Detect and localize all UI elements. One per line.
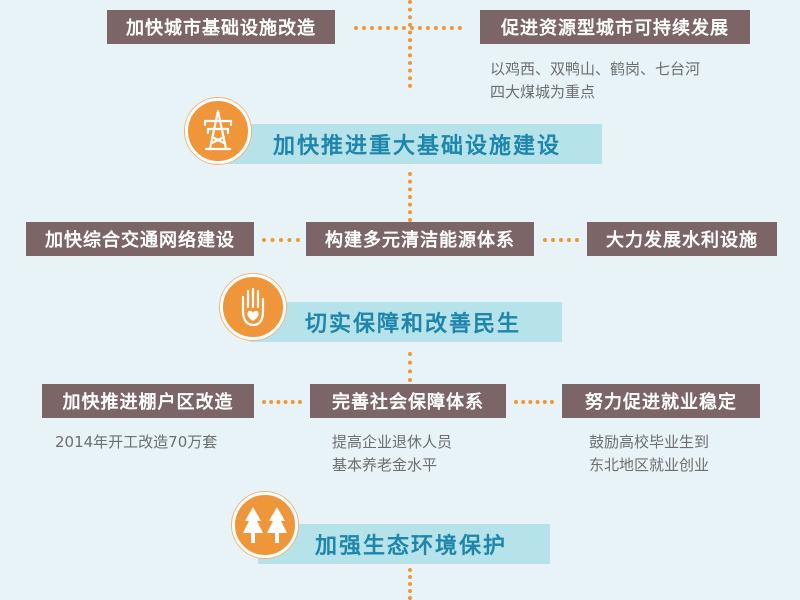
hand-heart-icon — [220, 274, 286, 340]
box-urban-infrastructure: 加快城市基础设施改造 — [107, 10, 335, 44]
connector-row2-right — [543, 238, 579, 242]
connector-section1-row2 — [408, 172, 412, 222]
note-graduates-1: 鼓励高校毕业生到 — [589, 433, 710, 451]
section-title-livelihood: 切实保障和改善民生 — [250, 302, 562, 342]
section-title-infrastructure: 加快推进重大基础设施建设 — [218, 124, 602, 164]
box-shantytown-renovation: 加快推进棚户区改造 — [42, 384, 254, 418]
connector-row1 — [354, 26, 462, 30]
power-tower-icon — [185, 98, 251, 164]
note-graduates-2: 东北地区就业创业 — [589, 456, 710, 474]
connector-row3-right — [514, 400, 554, 404]
box-transport-network: 加快综合交通网络建设 — [26, 222, 254, 256]
note-pension-2: 基本养老金水平 — [332, 456, 438, 474]
box-resource-city: 促进资源型城市可持续发展 — [480, 10, 750, 44]
connector-row3-left — [262, 400, 302, 404]
section-title-ecology: 加强生态环境保护 — [258, 524, 550, 564]
box-social-security: 完善社会保障体系 — [310, 384, 506, 418]
note-shantytown: 2014年开工改造70万套 — [55, 433, 218, 451]
connector-row2-left — [262, 238, 300, 242]
note-coal-cities-1: 以鸡西、双鸭山、鹤岗、七台河 — [490, 60, 701, 78]
box-clean-energy: 构建多元清洁能源体系 — [306, 222, 534, 256]
connector-top — [408, 0, 412, 88]
trees-icon — [232, 492, 298, 558]
connector-bottom — [408, 568, 412, 600]
box-employment: 努力促进就业稳定 — [562, 384, 760, 418]
box-water-facilities: 大力发展水利设施 — [587, 222, 777, 256]
note-coal-cities-2: 四大煤城为重点 — [490, 83, 596, 101]
note-pension-1: 提高企业退休人员 — [332, 433, 453, 451]
connector-section2-row3 — [408, 352, 412, 382]
